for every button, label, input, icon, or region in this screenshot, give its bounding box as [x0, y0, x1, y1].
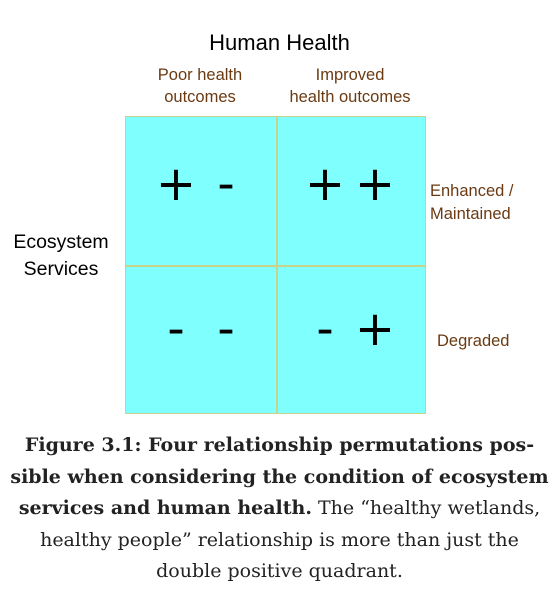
caption-line: services and human health. The “healthy …: [0, 493, 559, 525]
row-label-line: Degraded: [437, 332, 510, 350]
side-label-line: Services: [23, 258, 99, 280]
quadrant-bottom-left-ecosystem-sign: -: [217, 301, 235, 357]
quadrant-top-left-ecosystem-sign: -: [217, 156, 235, 212]
column-label-line: Improved: [315, 66, 385, 84]
column-label-line: outcomes: [164, 88, 236, 106]
caption-line: healthy people” relationship is more tha…: [40, 528, 519, 551]
grid-divider-horizontal: [126, 265, 425, 267]
quadrant-grid: + - + + - - - +: [125, 116, 426, 414]
side-label-line: Ecosystem: [13, 231, 109, 253]
human-health-title: Human Health: [209, 30, 350, 55]
caption-line: Figure 3.1: Four relationship permutatio…: [24, 434, 535, 456]
row-label-line: Maintained: [430, 205, 511, 223]
column-label-improved-health: Improved health outcomes: [265, 64, 435, 108]
quadrant-top-right-health-sign: +: [304, 156, 346, 212]
row-label-degraded: Degraded: [437, 330, 509, 353]
row-label-enhanced: Enhanced / Maintained: [430, 180, 513, 226]
quadrant-top-right-ecosystem-sign: +: [354, 156, 396, 212]
column-label-line: Poor health: [157, 66, 243, 84]
row-label-line: Enhanced /: [430, 182, 514, 200]
quadrant-bottom-right-health-sign: -: [316, 301, 334, 357]
column-label-line: health outcomes: [289, 88, 411, 106]
caption-line: sible when considering the condition of …: [10, 465, 549, 488]
quadrant-bottom-left-health-sign: -: [167, 301, 185, 357]
caption-line: double positive quadrant.: [156, 560, 403, 582]
figure-caption: Figure 3.1: Four relationship permutatio…: [0, 430, 559, 588]
column-label-poor-health: Poor health outcomes: [125, 64, 275, 108]
quadrant-bottom-right-ecosystem-sign: +: [354, 301, 396, 357]
quadrant-top-left-health-sign: +: [155, 156, 197, 212]
caption-bold-text: services and human health.: [18, 497, 312, 519]
ecosystem-services-label: Ecosystem Services: [0, 229, 122, 283]
caption-normal-text: The “healthy wetlands,: [311, 497, 541, 519]
